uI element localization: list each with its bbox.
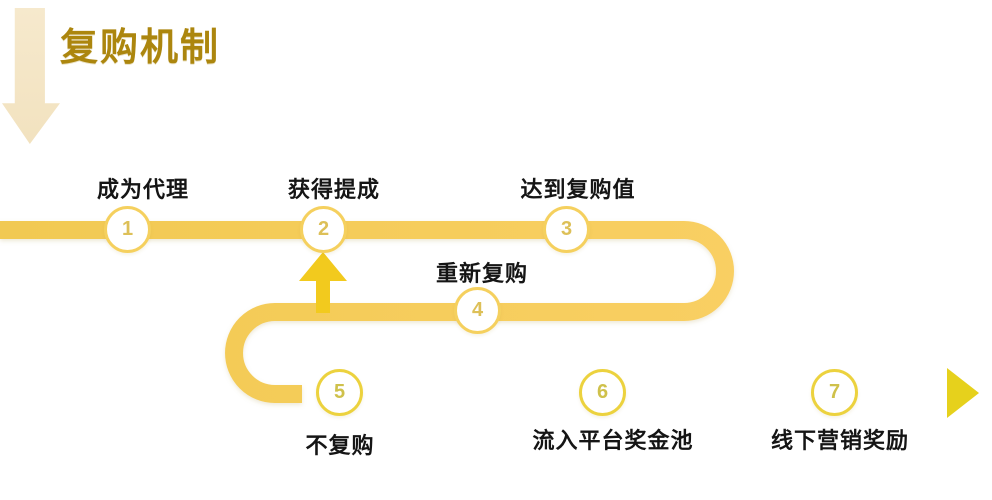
node-number: 2 bbox=[317, 218, 330, 240]
flow-node-6: 6 bbox=[579, 369, 626, 416]
node-number: 1 bbox=[121, 218, 134, 240]
node-number: 7 bbox=[828, 381, 841, 403]
step-label-reach-repurchase: 达到复购值 bbox=[520, 177, 636, 202]
flow-node-1: 1 bbox=[104, 206, 151, 253]
step-label-offline-reward: 线下营销奖励 bbox=[770, 428, 910, 453]
flow-node-5: 5 bbox=[316, 369, 363, 416]
right-arrow-icon bbox=[947, 368, 979, 418]
snake-path-upper bbox=[0, 221, 734, 403]
step-label-become-agent: 成为代理 bbox=[96, 177, 190, 202]
step-label-platform-pool: 流入平台奖金池 bbox=[532, 428, 694, 453]
node-number: 5 bbox=[333, 381, 346, 403]
flow-node-7: 7 bbox=[811, 369, 858, 416]
node-number: 4 bbox=[471, 299, 484, 321]
flow-node-2: 2 bbox=[300, 206, 347, 253]
up-arrow-icon bbox=[299, 252, 347, 313]
flow-node-4: 4 bbox=[454, 287, 501, 334]
node-number: 6 bbox=[596, 381, 609, 403]
page-title: 复购机制 bbox=[60, 27, 221, 69]
step-label-no-repurchase: 不复购 bbox=[305, 433, 375, 458]
step-label-repurchase-again: 重新复购 bbox=[435, 261, 529, 286]
step-label-get-commission: 获得提成 bbox=[287, 177, 381, 202]
flow-node-3: 3 bbox=[543, 206, 590, 253]
node-number: 3 bbox=[560, 218, 573, 240]
